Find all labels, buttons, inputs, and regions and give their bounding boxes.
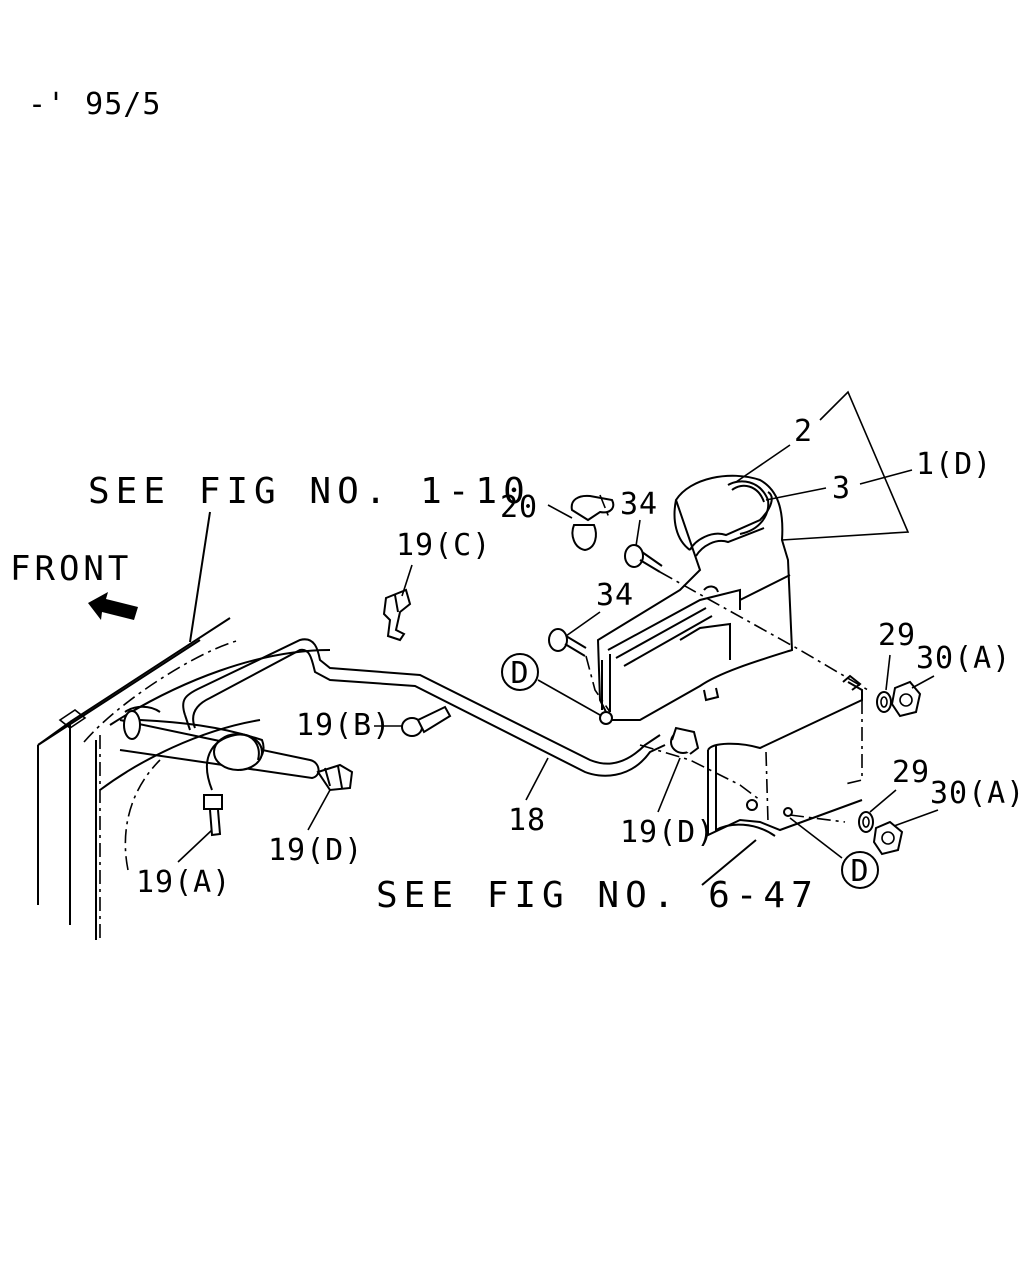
callout-1d-bracket (781, 390, 913, 541)
callout-30a-upper: 30(A) (916, 641, 1011, 676)
clip-19a (203, 733, 260, 837)
callout-30a-lower-leader (893, 809, 939, 827)
callout-19d-left: 19(D) (268, 833, 363, 868)
serial-range-label: -' 95/5 (28, 87, 161, 122)
callout-2-leader (735, 444, 791, 483)
see-fig-6-47-label: SEE FIG NO. 6-47 (376, 875, 819, 916)
callout-29-upper: 29 (878, 618, 916, 653)
callout-20: 20 (500, 490, 538, 525)
hose-18 (182, 638, 666, 777)
clip-19b (401, 705, 452, 737)
callout-19d-right-leader (657, 757, 681, 813)
nut-30a-lower (872, 820, 904, 856)
reference-d-right: D (789, 817, 879, 889)
see-fig-6-47-leader (701, 839, 757, 886)
reference-d-left-label: D (510, 656, 529, 691)
callout-3: 3 (832, 471, 851, 506)
callout-2: 2 (794, 414, 813, 449)
callout-19c-leader (401, 564, 413, 597)
callout-29-lower: 29 (892, 755, 930, 790)
callout-29-upper-leader (885, 654, 891, 691)
callout-19a: 19(A) (136, 865, 231, 900)
nut-30a-upper (890, 680, 922, 718)
clip-19d-left (316, 763, 354, 792)
washer-29-lower (858, 811, 874, 833)
callout-18: 18 (508, 803, 546, 838)
callout-19a-leader (177, 829, 213, 863)
clip-19d-right (670, 726, 700, 755)
callout-19c: 19(C) (396, 528, 491, 563)
see-fig-1-10-leader (189, 511, 211, 643)
front-label: FRONT (10, 549, 132, 589)
callout-34-upper: 34 (620, 487, 658, 522)
bolt-34-lower (548, 628, 587, 657)
callout-3-leader (765, 487, 827, 501)
front-arrow-icon (88, 592, 138, 620)
radiator-pipe (119, 705, 320, 780)
callout-29-lower-leader (869, 789, 897, 813)
radiator-frame (37, 617, 331, 940)
callout-18-leader (525, 757, 549, 801)
clip-19c (382, 588, 412, 642)
washer-29-upper (876, 691, 892, 713)
callout-30a-upper-leader (911, 675, 935, 689)
reservoir-tank-1d (596, 474, 794, 725)
callout-30a-lower: 30(A) (930, 776, 1024, 811)
bolt-34-upper (624, 544, 663, 573)
reference-d-left: D (501, 653, 601, 716)
assembly-lines (585, 494, 869, 823)
see-fig-1-10-label: SEE FIG NO. 1-10 (88, 471, 531, 512)
callout-19d-left-leader (307, 789, 331, 831)
reference-d-right-label: D (850, 854, 869, 889)
callout-34-lower-leader (565, 611, 601, 637)
clamp-20 (570, 494, 615, 552)
callout-1d: 1(D) (916, 447, 992, 482)
callout-34-upper-leader (635, 519, 641, 547)
mounting-bracket (707, 674, 863, 837)
callout-34-lower: 34 (596, 578, 634, 613)
callout-20-leader (547, 504, 573, 519)
callout-19d-right: 19(D) (620, 815, 715, 850)
